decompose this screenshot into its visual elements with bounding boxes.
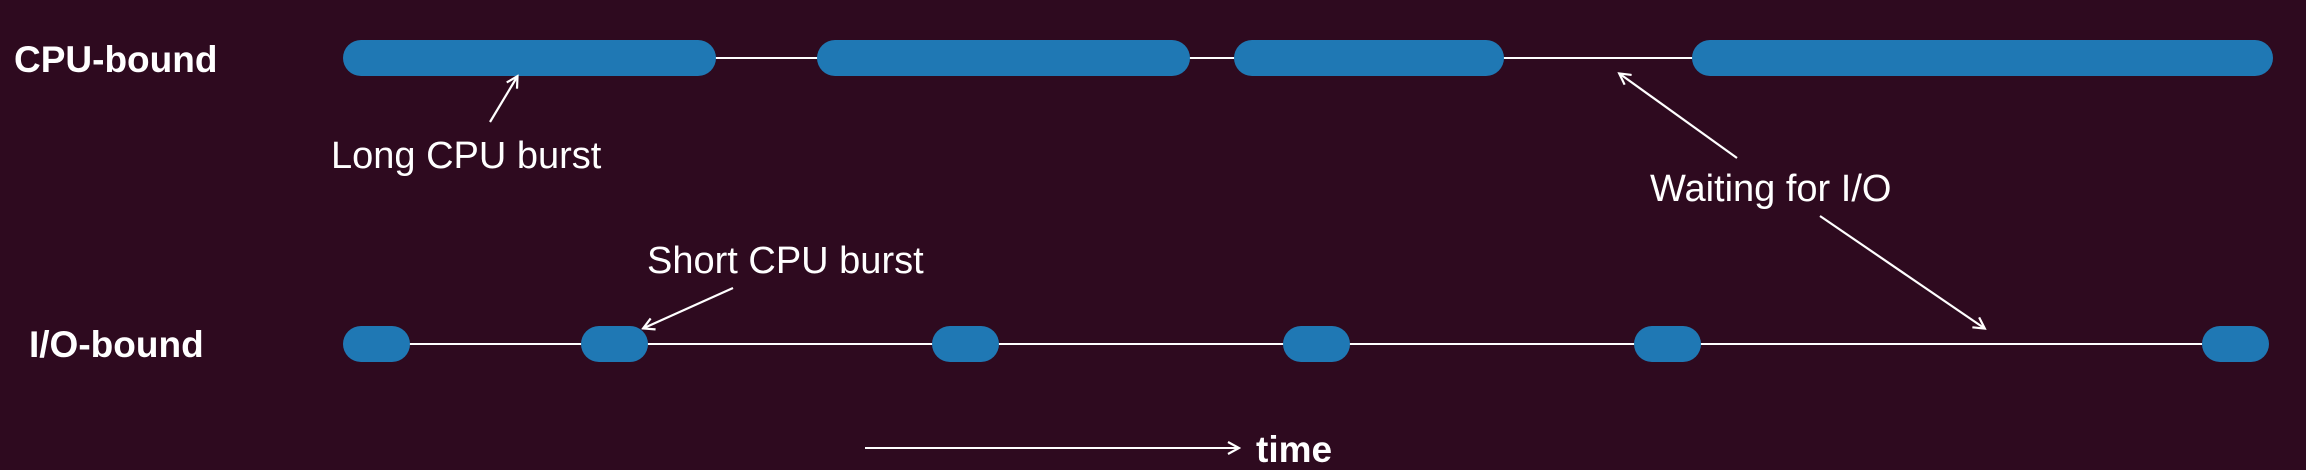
- short-burst-annotation: Short CPU burst: [647, 240, 924, 282]
- cpu-burst-4: [1692, 40, 2273, 76]
- time-axis-label: time: [1256, 429, 1332, 470]
- cpu-bound-label: CPU-bound: [14, 39, 217, 80]
- io-burst-4: [1283, 326, 1350, 362]
- waiting-io-arrow-down: [1819, 215, 1984, 328]
- waiting-io-arrow-up: [1620, 74, 1738, 159]
- waiting-io-annotation: Waiting for I/O: [1650, 168, 1891, 210]
- io-burst-1: [343, 326, 410, 362]
- cpu-burst-2: [817, 40, 1190, 76]
- io-burst-3: [932, 326, 999, 362]
- io-bound-label: I/O-bound: [29, 324, 204, 365]
- cpu-bound-timeline: [343, 40, 2273, 76]
- short-burst-arrow: [644, 286, 734, 328]
- io-burst-5: [1634, 326, 1701, 362]
- long-burst-annotation: Long CPU burst: [331, 135, 602, 177]
- cpu-burst-1: [343, 40, 716, 76]
- io-burst-6: [2202, 326, 2269, 362]
- cpu-burst-3: [1234, 40, 1504, 76]
- long-burst-arrow: [489, 77, 517, 123]
- io-burst-2: [581, 326, 648, 362]
- io-bound-timeline: [343, 326, 2269, 362]
